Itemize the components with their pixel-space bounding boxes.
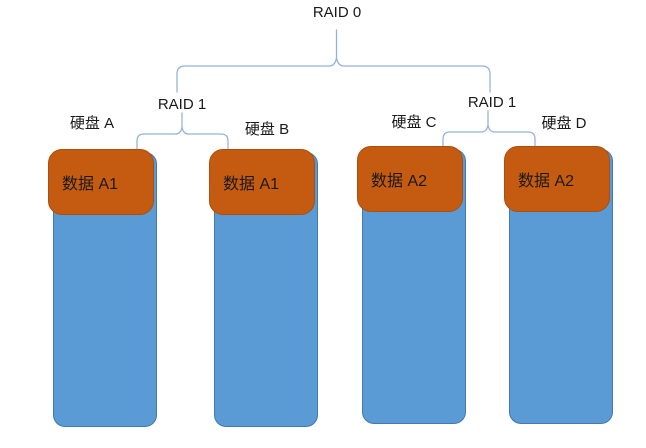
disk-d-data-label: 数据 A2	[518, 173, 575, 190]
disk-a-data-label: 数据 A1	[62, 176, 119, 193]
disk-d-data-block: 数据 A2	[504, 146, 610, 212]
disk-d: 数据 A2	[504, 146, 616, 428]
raid0-brace	[176, 29, 491, 93]
disk-a-label: 硬盘 A	[69, 115, 115, 132]
disk-b-data-label: 数据 A1	[223, 176, 280, 193]
raid1-left-brace	[136, 112, 229, 151]
disk-c-label: 硬盘 C	[391, 114, 437, 131]
disk-a-data-block: 数据 A1	[48, 149, 154, 215]
raid1-right-label: RAID 1	[467, 94, 517, 111]
disk-a: 数据 A1	[48, 149, 160, 431]
disk-c-data-label: 数据 A2	[371, 173, 428, 190]
raid1-right-brace	[442, 110, 536, 148]
raid1-left-label: RAID 1	[157, 96, 207, 113]
disk-c: 数据 A2	[357, 146, 469, 428]
disk-b-data-block: 数据 A1	[209, 149, 315, 215]
disk-b-label: 硬盘 B	[244, 121, 290, 138]
disk-b: 数据 A1	[209, 149, 321, 431]
disk-d-label: 硬盘 D	[541, 115, 587, 132]
raid0-label: RAID 0	[312, 4, 362, 21]
disk-c-data-block: 数据 A2	[357, 146, 463, 212]
